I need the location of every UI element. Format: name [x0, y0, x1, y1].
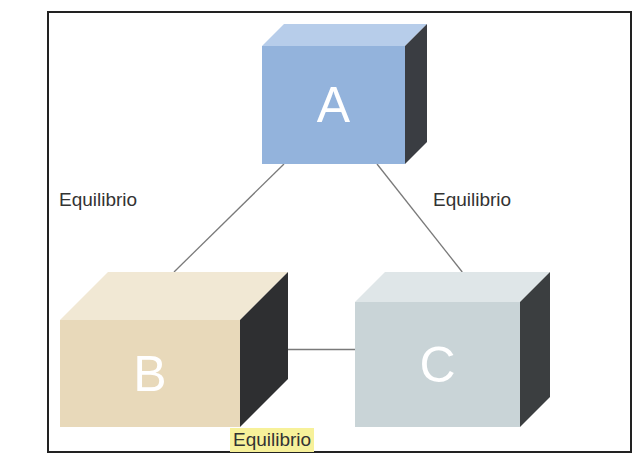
cube-node: A — [262, 24, 427, 164]
cube-front — [60, 320, 240, 427]
edge-label: Equilibrio — [56, 188, 140, 212]
cube-letter: C — [355, 302, 520, 427]
cube-side — [240, 272, 288, 427]
cube-front — [355, 302, 520, 427]
edge-label: Equilibrio — [430, 188, 514, 212]
cube-top — [262, 24, 427, 46]
cube-node: C — [355, 272, 550, 427]
cube-node: B — [60, 272, 288, 427]
cube-side — [405, 24, 427, 164]
connector-line — [288, 349, 355, 350]
connector-line — [174, 164, 284, 272]
edge-label: Equilibrio — [230, 428, 314, 452]
cube-shape — [60, 272, 288, 427]
frame-border — [48, 12, 631, 452]
connector-line — [377, 164, 462, 272]
cube-letter: B — [60, 320, 240, 427]
cube-top — [355, 272, 550, 302]
cube-side — [520, 272, 550, 427]
cube-letter: A — [262, 46, 405, 164]
cube-front — [262, 46, 405, 164]
